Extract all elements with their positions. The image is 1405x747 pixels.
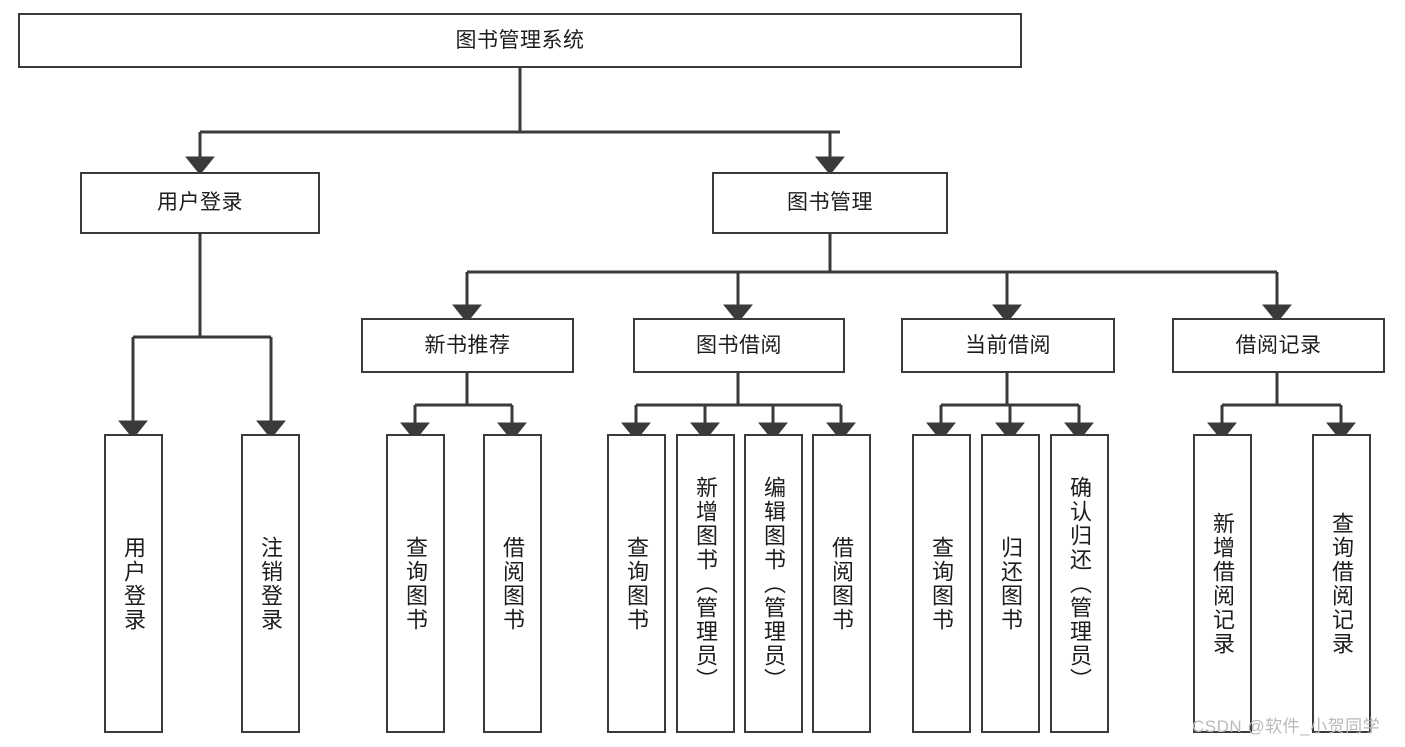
node-new-book-recommend[interactable]: 新书推荐: [361, 318, 574, 373]
node-current-borrow-label: 当前借阅: [965, 333, 1051, 357]
node-leaf-add-book-label: 新增图书（管理员）: [693, 475, 719, 692]
node-leaf-query-book-1-label: 查询图书: [403, 535, 429, 632]
node-leaf-return-book[interactable]: 归还图书: [981, 434, 1040, 733]
node-leaf-query-record[interactable]: 查询借阅记录: [1312, 434, 1371, 733]
node-leaf-confirm-return[interactable]: 确认归还（管理员）: [1050, 434, 1109, 733]
node-leaf-query-book-3-label: 查询图书: [929, 535, 955, 632]
node-leaf-query-book-3[interactable]: 查询图书: [912, 434, 971, 733]
node-leaf-add-book[interactable]: 新增图书（管理员）: [676, 434, 735, 733]
node-leaf-user-login[interactable]: 用户登录: [104, 434, 163, 733]
watermark-text: CSDN @软件_小贺同学: [1192, 717, 1381, 736]
node-leaf-edit-book-label: 编辑图书（管理员）: [761, 475, 787, 692]
node-leaf-confirm-return-label: 确认归还（管理员）: [1067, 475, 1093, 692]
node-borrow-record-label: 借阅记录: [1235, 333, 1322, 357]
node-book-management-label: 图书管理: [787, 191, 873, 215]
node-leaf-borrow-book-2-label: 借阅图书: [829, 535, 855, 632]
node-leaf-borrow-book-1-label: 借阅图书: [500, 535, 526, 632]
node-leaf-edit-book[interactable]: 编辑图书（管理员）: [744, 434, 803, 733]
node-user-login[interactable]: 用户登录: [80, 172, 320, 234]
node-leaf-query-book-1[interactable]: 查询图书: [386, 434, 445, 733]
node-leaf-borrow-book-1[interactable]: 借阅图书: [483, 434, 542, 733]
node-leaf-add-record[interactable]: 新增借阅记录: [1193, 434, 1252, 733]
node-book-borrow[interactable]: 图书借阅: [633, 318, 845, 373]
node-leaf-add-record-label: 新增借阅记录: [1210, 511, 1236, 656]
node-book-borrow-label: 图书借阅: [696, 333, 782, 357]
node-leaf-query-book-2-label: 查询图书: [624, 535, 650, 632]
node-root-label: 图书管理系统: [455, 28, 585, 52]
node-new-book-recommend-label: 新书推荐: [424, 333, 511, 357]
node-leaf-user-login-label: 用户登录: [121, 535, 147, 632]
node-book-management[interactable]: 图书管理: [712, 172, 948, 234]
node-leaf-borrow-book-2[interactable]: 借阅图书: [812, 434, 871, 733]
node-root[interactable]: 图书管理系统: [18, 13, 1022, 68]
node-leaf-query-record-label: 查询借阅记录: [1329, 511, 1355, 656]
node-leaf-query-book-2[interactable]: 查询图书: [607, 434, 666, 733]
node-leaf-logout-label: 注销登录: [258, 535, 284, 632]
node-borrow-record[interactable]: 借阅记录: [1172, 318, 1385, 373]
node-user-login-label: 用户登录: [157, 191, 243, 215]
node-current-borrow[interactable]: 当前借阅: [901, 318, 1115, 373]
node-leaf-logout[interactable]: 注销登录: [241, 434, 300, 733]
node-leaf-return-book-label: 归还图书: [998, 535, 1024, 632]
